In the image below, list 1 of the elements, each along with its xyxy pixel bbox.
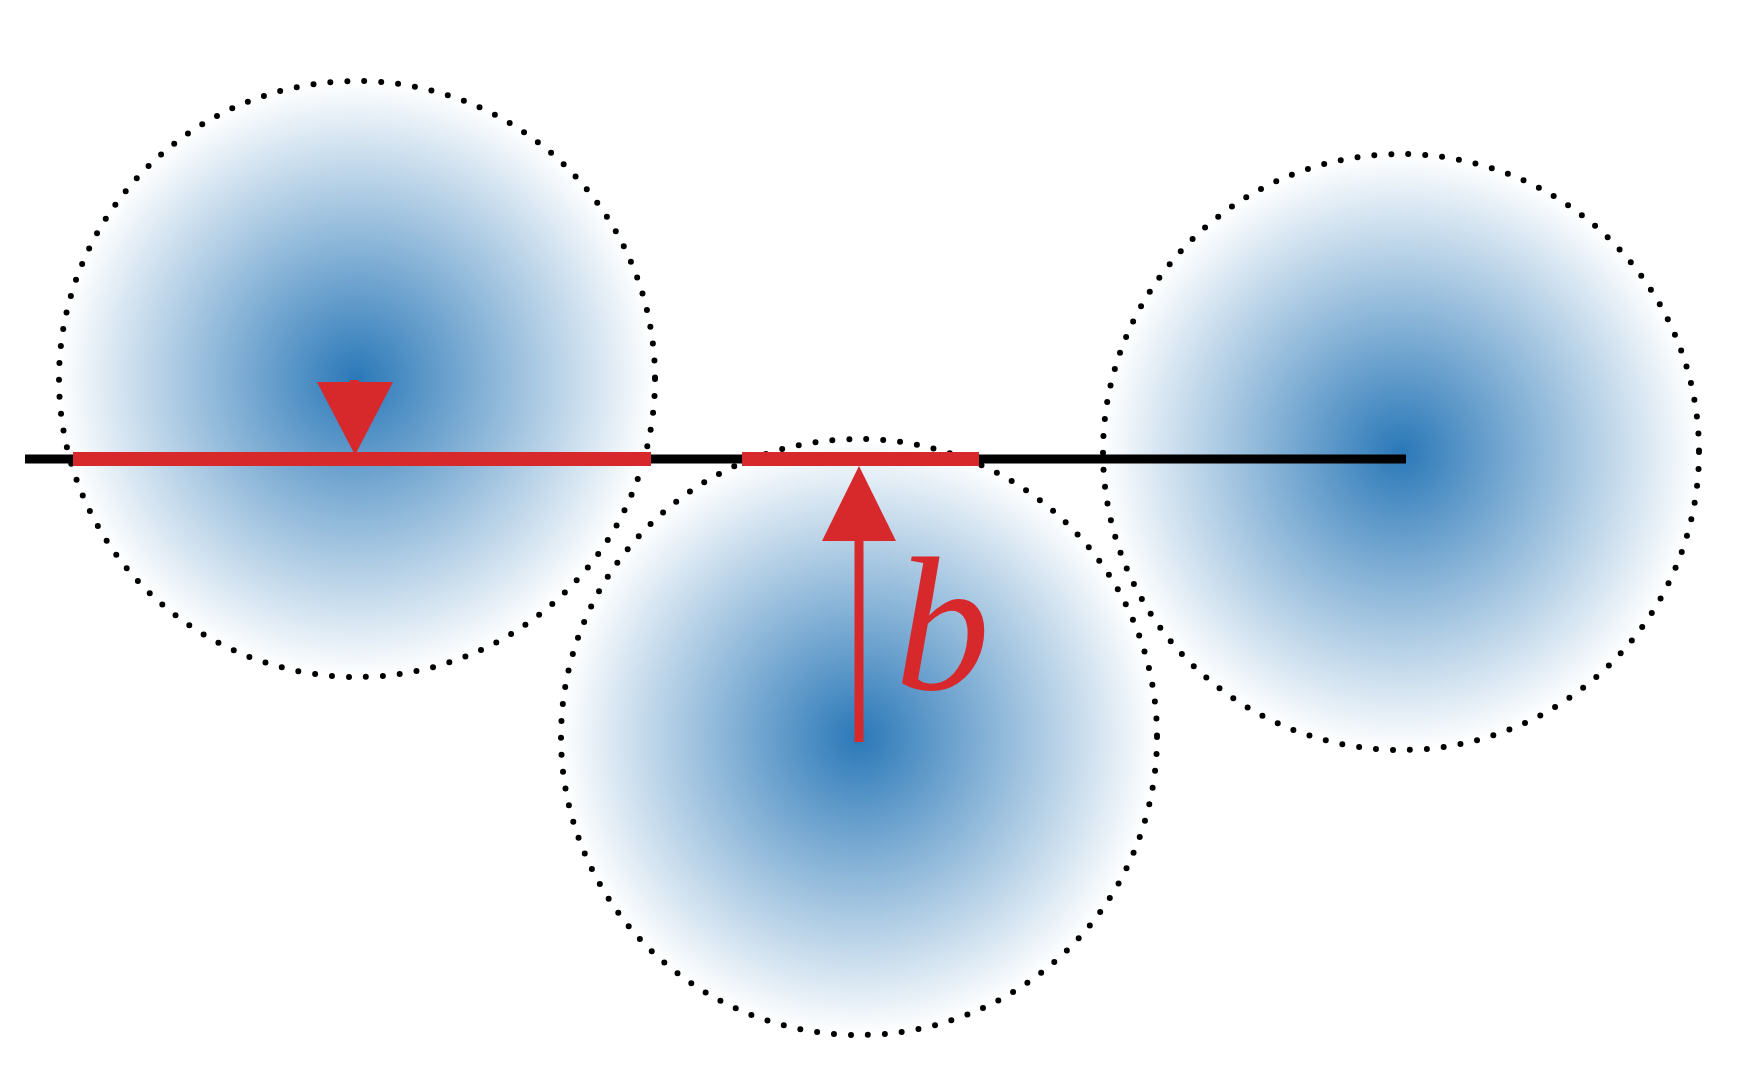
variable-label: b: [895, 530, 990, 720]
